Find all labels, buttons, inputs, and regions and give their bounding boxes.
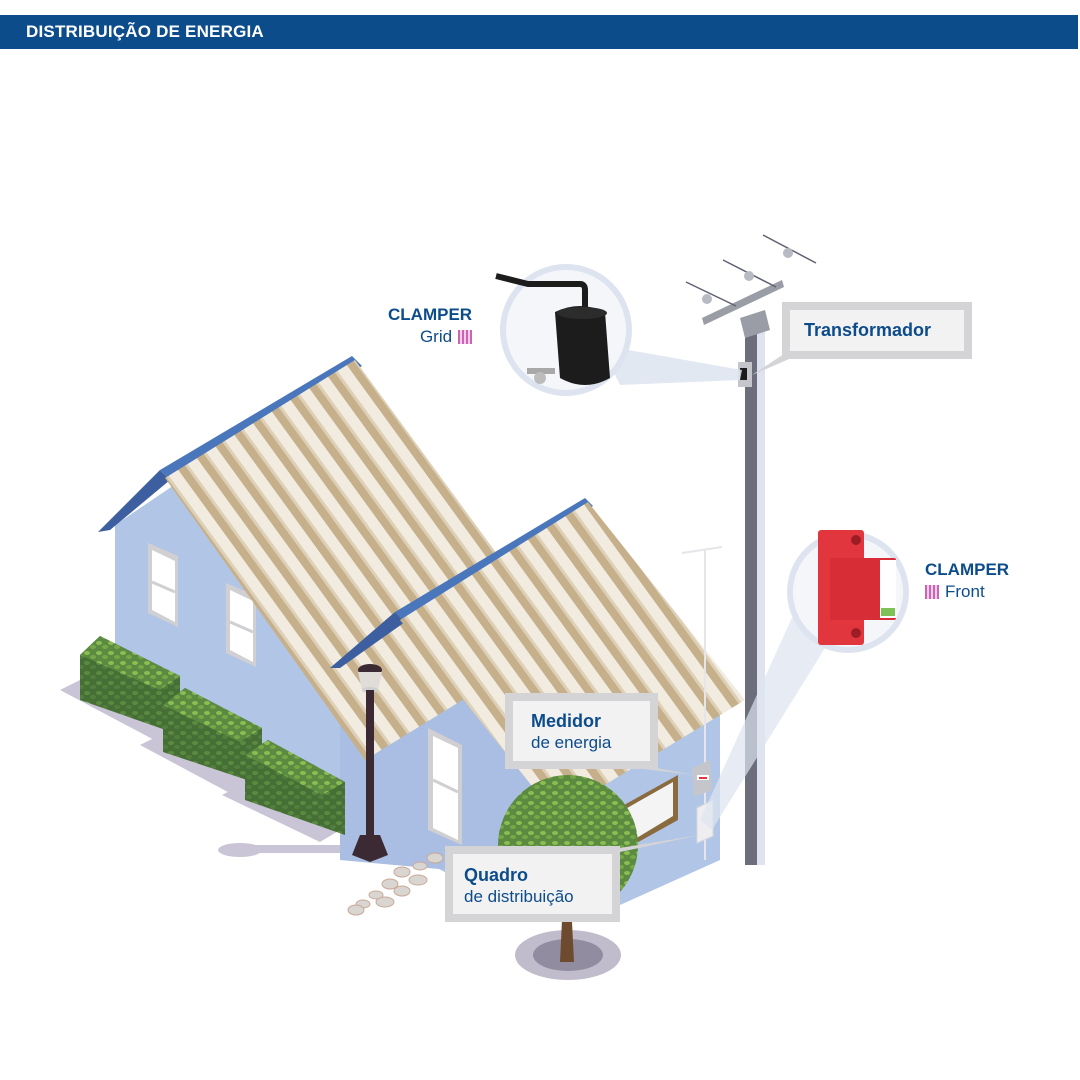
crossarm xyxy=(685,234,817,325)
clamper-front-product-image xyxy=(787,530,909,653)
energy-meter xyxy=(692,760,712,797)
product-brand: CLAMPER xyxy=(925,560,1010,579)
page-title: DISTRIBUIÇÃO DE ENERGIA xyxy=(26,22,264,41)
qr-code-icon[interactable] xyxy=(458,330,473,344)
product-brand: CLAMPER xyxy=(388,305,473,324)
qr-code-icon[interactable] xyxy=(925,585,939,599)
callout-medidor: Medidor de energia xyxy=(505,693,658,769)
callout-subtitle: de distribuição xyxy=(464,887,574,906)
product-name: Front xyxy=(945,582,985,601)
callout-title: Transformador xyxy=(804,320,932,340)
street-lamp xyxy=(352,664,388,862)
clamper-grid-product-image xyxy=(495,264,632,396)
stepping-stones xyxy=(347,852,444,916)
quadro-pointer xyxy=(595,835,700,852)
clamper-grid-label[interactable]: CLAMPER Grid xyxy=(388,304,473,348)
hedges xyxy=(80,636,345,835)
grid-magnifier-beam xyxy=(600,345,742,385)
callout-subtitle: de energia xyxy=(531,733,612,752)
callout-quadro: Quadro de distribuição xyxy=(445,846,620,922)
front-magnifier-beam xyxy=(700,600,830,830)
callout-transformador: Transformador xyxy=(782,302,972,359)
callout-title: Quadro xyxy=(464,865,529,885)
product-name: Grid xyxy=(419,327,453,346)
clamper-front-label[interactable]: CLAMPER Front xyxy=(925,559,1009,604)
door-window xyxy=(428,728,462,845)
callout-title: Medidor xyxy=(531,711,601,731)
window xyxy=(148,543,178,627)
window xyxy=(226,583,256,667)
secondary-roof xyxy=(330,498,745,815)
header-bar: DISTRIBUIÇÃO DE ENERGIA xyxy=(0,15,1078,49)
